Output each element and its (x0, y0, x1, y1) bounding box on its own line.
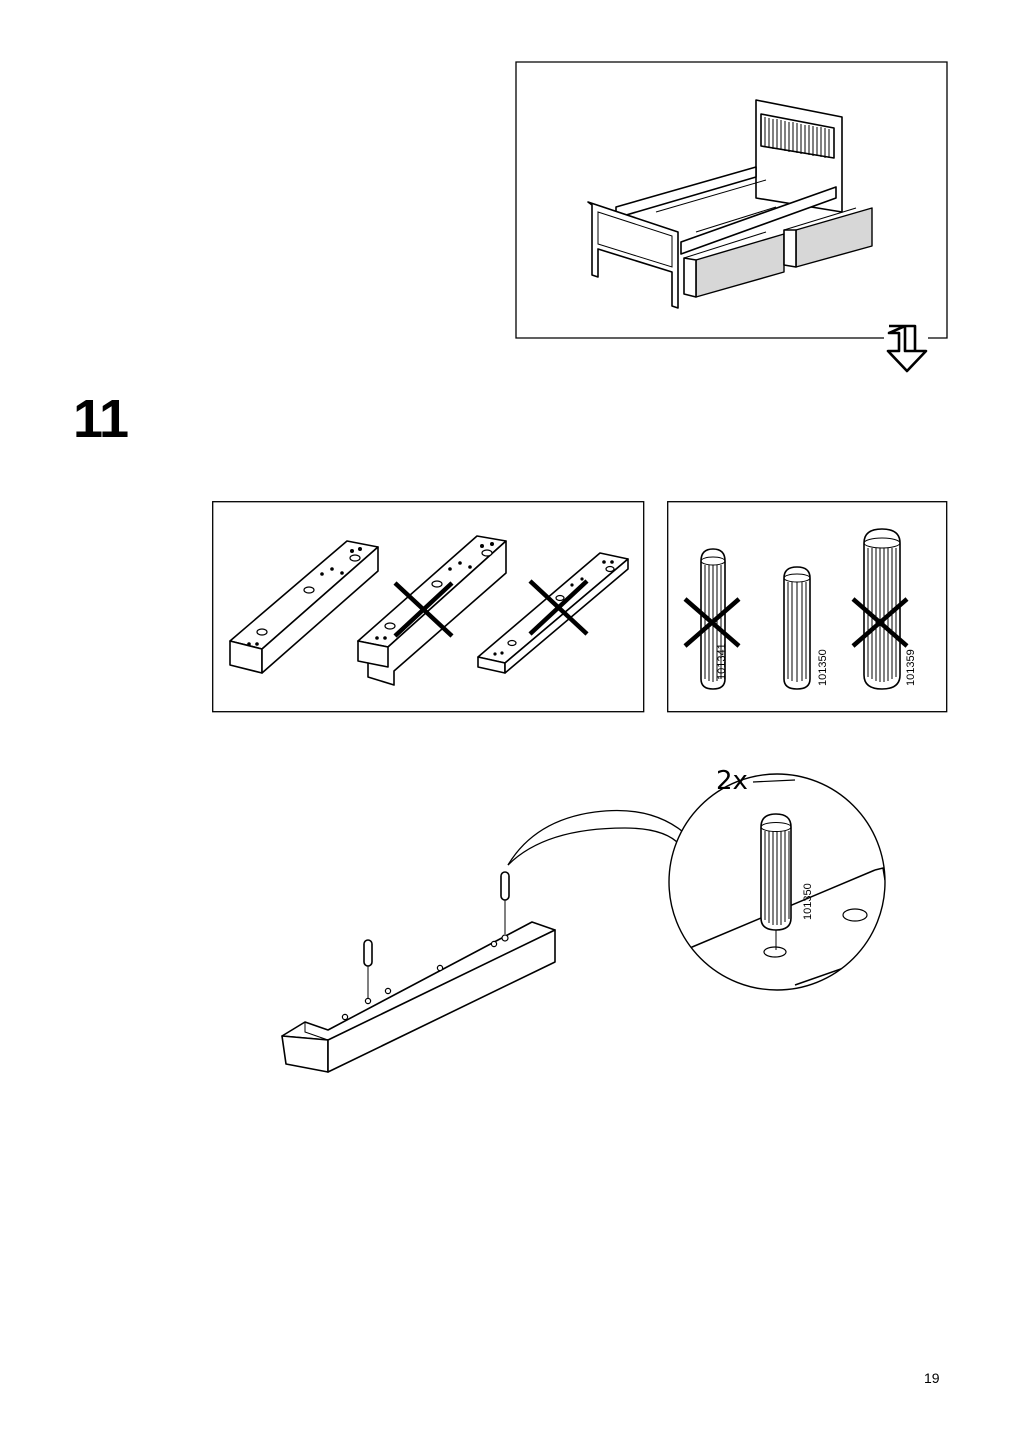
quantity-label: 2x (716, 766, 748, 796)
overview-panel (515, 61, 956, 382)
wrong-beam-notched (357, 535, 507, 686)
dowel-code-label: 101350 (802, 883, 814, 920)
dowel (363, 939, 373, 998)
dowel-code-label: 101359 (905, 649, 917, 686)
correct-beam (229, 540, 379, 674)
page-number: 19 (924, 1370, 940, 1386)
callout-pointer (505, 790, 705, 870)
dowel-101341 (683, 548, 741, 690)
zoom-detail (665, 770, 895, 1000)
dowel-101359 (851, 528, 909, 690)
dowel-comparison-panel (667, 501, 949, 713)
dowel-code-label: 101341 (716, 643, 728, 680)
wrong-beam-flat (477, 552, 629, 674)
step-number: 11 (73, 389, 129, 449)
beam-comparison-panel (212, 501, 646, 713)
dowel-101350 (783, 566, 811, 690)
bed-with-drawers-illustration (515, 61, 948, 339)
beam-assembly-illustration (270, 860, 570, 1090)
dowel-code-label: 101350 (817, 649, 829, 686)
arrow-down-icon (884, 323, 930, 375)
dowel-closeup (760, 813, 792, 950)
dowel (500, 871, 510, 934)
